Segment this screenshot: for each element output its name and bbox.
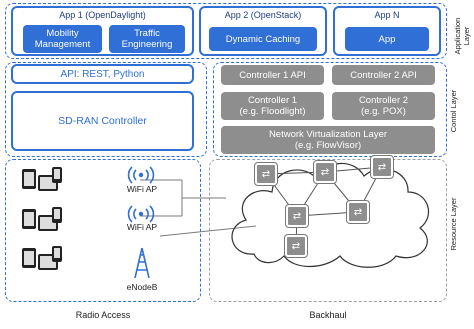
appN-box: App N App [333, 6, 441, 56]
device-cluster-icon [22, 167, 62, 191]
controller1-api-box: Controller 1 API [221, 65, 324, 85]
appN-title: App N [374, 10, 400, 20]
api-rest-python-box: API: REST, Python [11, 64, 194, 84]
wifi-ap-label-2: WiFi AP [126, 222, 158, 232]
application-layer-frame [5, 3, 447, 59]
app1-box: App 1 (OpenDaylight) Mobility Management… [11, 6, 194, 56]
app2-box: App 2 (OpenStack) Dynamic Caching [199, 6, 327, 56]
app-box: App [345, 27, 429, 51]
controller-frame [213, 62, 447, 157]
backhaul-label: Backhaul [309, 310, 347, 320]
dynamic-caching-box: Dynamic Caching [209, 27, 317, 51]
wifi-icon [127, 205, 155, 223]
mobility-management-box: Mobility Management [23, 25, 102, 53]
switch-icon: ⇄ [314, 161, 336, 183]
app2-title: App 2 (OpenStack) [224, 10, 302, 20]
controller2-api-box: Controller 2 API [332, 65, 435, 85]
switch-icon: ⇄ [285, 235, 307, 257]
wifi-icon [127, 166, 155, 184]
controller1-box: Controller 1 (e.g. Floodlight) [221, 92, 324, 120]
device-cluster-icon [22, 207, 62, 231]
switch-icon: ⇄ [347, 201, 369, 223]
app1-title: App 1 (OpenDaylight) [59, 10, 146, 20]
network-virtualization-box: Network Virtualization Layer (e.g. FlowV… [221, 126, 435, 154]
device-cluster-icon [22, 246, 62, 270]
sdran-frame [5, 62, 207, 157]
radio-access-label: Radio Access [75, 310, 131, 320]
wifi-ap-label-1: WiFi AP [126, 184, 158, 194]
sdran-controller-box: SD-RAN Controller [11, 91, 194, 151]
switch-icon: ⇄ [286, 205, 308, 227]
controller2-box: Controller 2 (e.g. POX) [332, 92, 435, 120]
switch-icon: ⇄ [371, 156, 393, 178]
cloud-icon [231, 162, 430, 268]
radio-access-frame [5, 159, 201, 302]
switch-icon: ⇄ [255, 163, 277, 185]
enodeb-label: eNodeB [126, 282, 158, 292]
traffic-engineering-box: Traffic Engineering [109, 25, 185, 53]
antenna-tower-icon [134, 247, 150, 279]
